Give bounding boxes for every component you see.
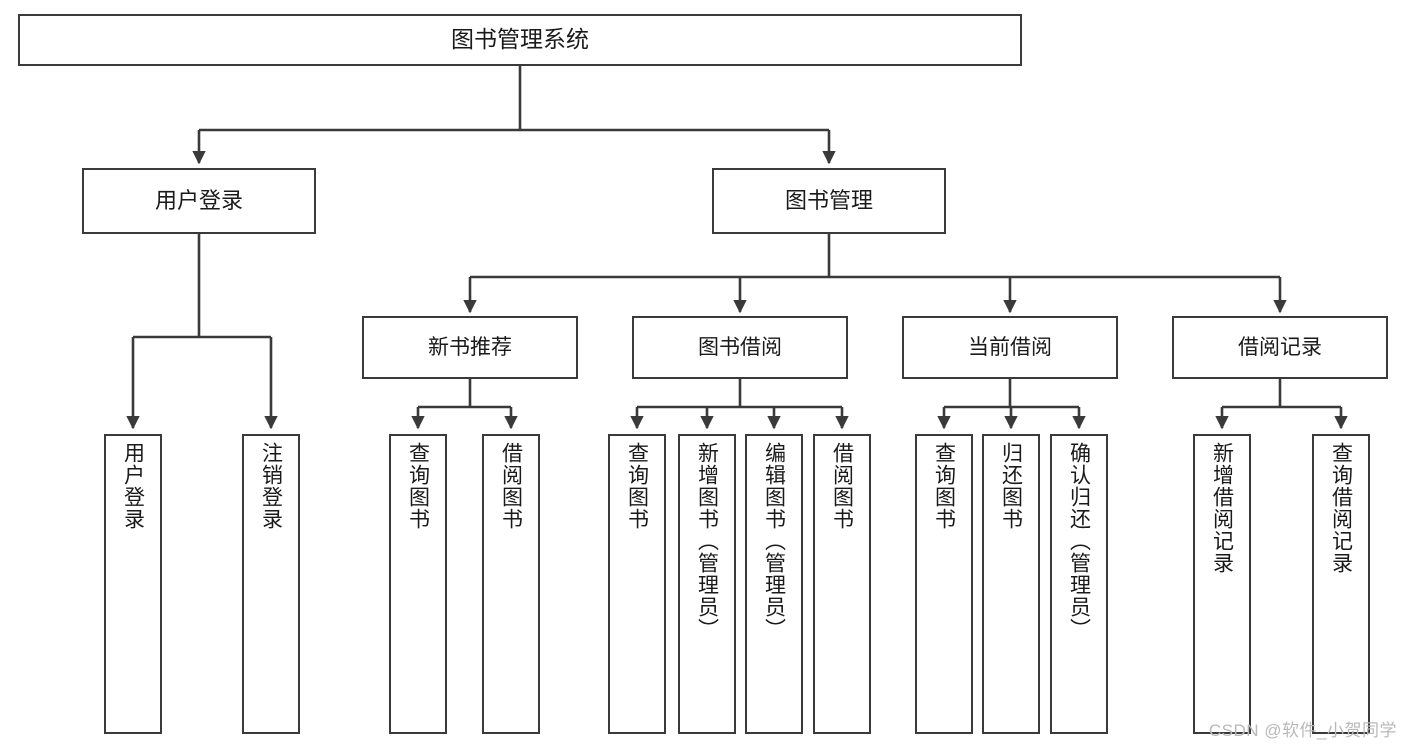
leaf-query-book-3-label: 查询图书 (932, 442, 956, 530)
node-borrow-record[interactable]: 借阅记录 (1172, 316, 1388, 379)
node-book-borrow[interactable]: 图书借阅 (632, 316, 848, 379)
node-root-label: 图书管理系统 (451, 26, 589, 53)
leaf-return-book[interactable]: 归还图书 (982, 434, 1040, 734)
node-current-borrow-label: 当前借阅 (968, 335, 1052, 359)
node-borrow-record-label: 借阅记录 (1238, 335, 1322, 359)
leaf-add-record-label: 新增借阅记录 (1210, 442, 1234, 574)
leaf-query-book-1-label: 查询图书 (406, 442, 430, 530)
leaf-query-book-1[interactable]: 查询图书 (389, 434, 447, 734)
node-new-book-recommend-label: 新书推荐 (428, 335, 512, 359)
leaf-confirm-return-label: 确认归还（管理员） (1067, 442, 1091, 640)
leaf-add-book-label: 新增图书（管理员） (695, 442, 719, 640)
node-current-borrow[interactable]: 当前借阅 (902, 316, 1118, 379)
leaf-borrow-book-1-label: 借阅图书 (499, 442, 523, 530)
node-book-borrow-label: 图书借阅 (698, 335, 782, 359)
leaf-query-book-2[interactable]: 查询图书 (608, 434, 666, 734)
leaf-query-record[interactable]: 查询借阅记录 (1312, 434, 1370, 734)
leaf-query-book-2-label: 查询图书 (625, 442, 649, 530)
leaf-query-record-label: 查询借阅记录 (1329, 442, 1353, 574)
node-user-login[interactable]: 用户登录 (82, 168, 316, 234)
node-book-management[interactable]: 图书管理 (712, 168, 946, 234)
leaf-borrow-book-2[interactable]: 借阅图书 (813, 434, 871, 734)
leaf-user-login-label: 用户登录 (121, 442, 145, 530)
leaf-edit-book[interactable]: 编辑图书（管理员） (745, 434, 803, 734)
leaf-borrow-book-2-label: 借阅图书 (830, 442, 854, 530)
leaf-return-book-label: 归还图书 (999, 442, 1023, 530)
node-root-system[interactable]: 图书管理系统 (18, 14, 1022, 66)
leaf-logout-login[interactable]: 注销登录 (242, 434, 300, 734)
leaf-confirm-return[interactable]: 确认归还（管理员） (1050, 434, 1108, 734)
leaf-query-book-3[interactable]: 查询图书 (915, 434, 973, 734)
leaf-user-login[interactable]: 用户登录 (104, 434, 162, 734)
leaf-logout-login-label: 注销登录 (259, 442, 283, 530)
node-user-login-label: 用户登录 (154, 187, 243, 213)
leaf-add-record[interactable]: 新增借阅记录 (1193, 434, 1251, 734)
node-new-book-recommend[interactable]: 新书推荐 (362, 316, 578, 379)
leaf-borrow-book-1[interactable]: 借阅图书 (482, 434, 540, 734)
leaf-edit-book-label: 编辑图书（管理员） (762, 442, 786, 640)
leaf-add-book[interactable]: 新增图书（管理员） (678, 434, 736, 734)
node-book-management-label: 图书管理 (784, 187, 873, 213)
